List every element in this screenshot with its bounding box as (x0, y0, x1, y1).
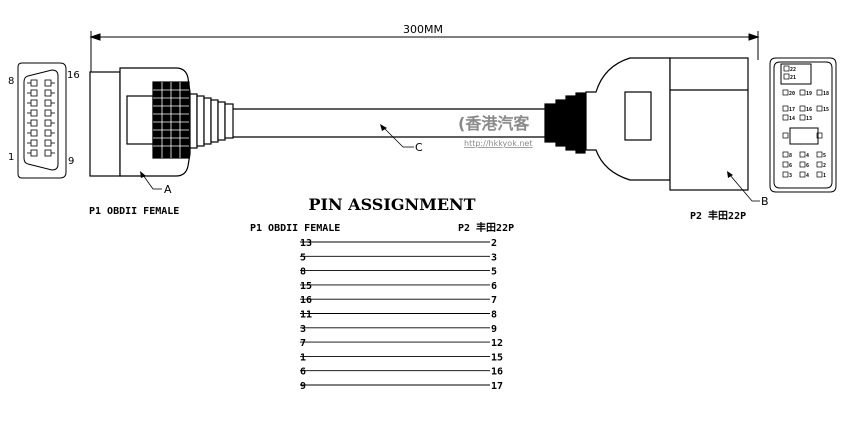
svg-text:4: 4 (806, 153, 809, 159)
pin-row-p2: 12 (491, 338, 503, 349)
pin-row-p2: 5 (491, 267, 497, 278)
svg-text:5: 5 (823, 153, 826, 159)
p2-connector (544, 57, 749, 191)
svg-text:18: 18 (823, 91, 829, 97)
svg-text:19: 19 (806, 91, 812, 97)
svg-text:2: 2 (823, 163, 826, 169)
watermark-text: (香港汽客 (458, 114, 530, 133)
pin-row: 16 7 (300, 295, 497, 306)
pin-row: 11 8 (300, 310, 497, 321)
pin-row-p2: 7 (491, 295, 497, 306)
svg-text:16: 16 (806, 107, 812, 113)
pin-row-p1: 16 (300, 295, 312, 306)
pin-row-p2: 2 (491, 238, 497, 249)
svg-text:8: 8 (789, 153, 792, 159)
obd-pin-label-9: 9 (68, 156, 74, 167)
pin-row: 6 16 (300, 367, 503, 378)
pin-row-p1: 3 (300, 324, 306, 335)
dimension-300mm (89, 31, 760, 72)
pin-row: 15 6 (300, 281, 497, 292)
pin-row: 7 12 (300, 338, 503, 349)
pin-row-p1: 13 (300, 238, 312, 249)
pin-row: 13 2 (300, 238, 497, 249)
pin-row-p2: 6 (491, 281, 497, 292)
callout-b: B (761, 195, 769, 208)
pin-row-p1: 6 (300, 367, 306, 378)
svg-text:21: 21 (790, 75, 796, 81)
toyota-pin-grid: 22 21 20 19 18 17 16 15 14 13 8 4 5 6 (782, 65, 829, 179)
svg-text:15: 15 (823, 107, 829, 113)
watermark: (香港汽客 http://hkkyok.net (458, 114, 533, 148)
pin-row-p1: 8 (300, 267, 306, 278)
obd-pin-label-8: 8 (8, 76, 14, 87)
pin-table-title: PIN ASSIGNMENT (308, 195, 475, 214)
pin-row-p1: 15 (300, 281, 312, 292)
svg-text:6: 6 (789, 163, 792, 169)
svg-text:14: 14 (789, 116, 795, 122)
cable (233, 108, 545, 138)
obd-pin-grid (27, 79, 55, 157)
pin-row: 1 15 (300, 352, 503, 363)
pin-row-p1: 1 (300, 352, 306, 363)
svg-text:4: 4 (806, 173, 809, 179)
pin-row-p1: 9 (300, 381, 306, 392)
pin-row: 9 17 (300, 381, 503, 392)
pin-row-p2: 3 (491, 252, 497, 263)
pin-row-p1: 7 (300, 338, 306, 349)
pin-table-p1-header: P1 OBDII FEMALE (250, 223, 340, 234)
pin-row-p1: 5 (300, 252, 306, 263)
svg-text:13: 13 (806, 116, 812, 122)
p1-connector-label: P1 OBDII FEMALE (89, 206, 179, 217)
obd-pin-label-1: 1 (8, 152, 14, 163)
svg-text:20: 20 (789, 91, 795, 97)
toyota-face-view (769, 57, 837, 193)
pin-row-p1: 11 (300, 310, 312, 321)
svg-text:6: 6 (806, 163, 809, 169)
obd-pin-label-16: 16 (67, 70, 80, 81)
pin-table-p2-header: P2 丰田22P (458, 221, 514, 234)
svg-text:17: 17 (789, 107, 795, 113)
p1-connector (89, 67, 234, 177)
p2-connector-label: P2 丰田22P (690, 209, 746, 222)
svg-text:3: 3 (789, 173, 792, 179)
pin-row-p2: 16 (491, 367, 503, 378)
obd-face-view (17, 62, 67, 179)
pin-row-p2: 9 (491, 324, 497, 335)
pin-row-p2: 17 (491, 381, 503, 392)
pin-row-p2: 15 (491, 352, 503, 363)
svg-text:1: 1 (823, 173, 826, 179)
callout-a: A (164, 183, 172, 196)
svg-text:22: 22 (790, 67, 796, 73)
watermark-url: http://hkkyok.net (464, 139, 533, 148)
dimension-label: 300MM (403, 23, 443, 36)
callout-c: C (415, 141, 423, 154)
callout-leaders (142, 127, 760, 202)
pin-row-p2: 8 (491, 310, 497, 321)
